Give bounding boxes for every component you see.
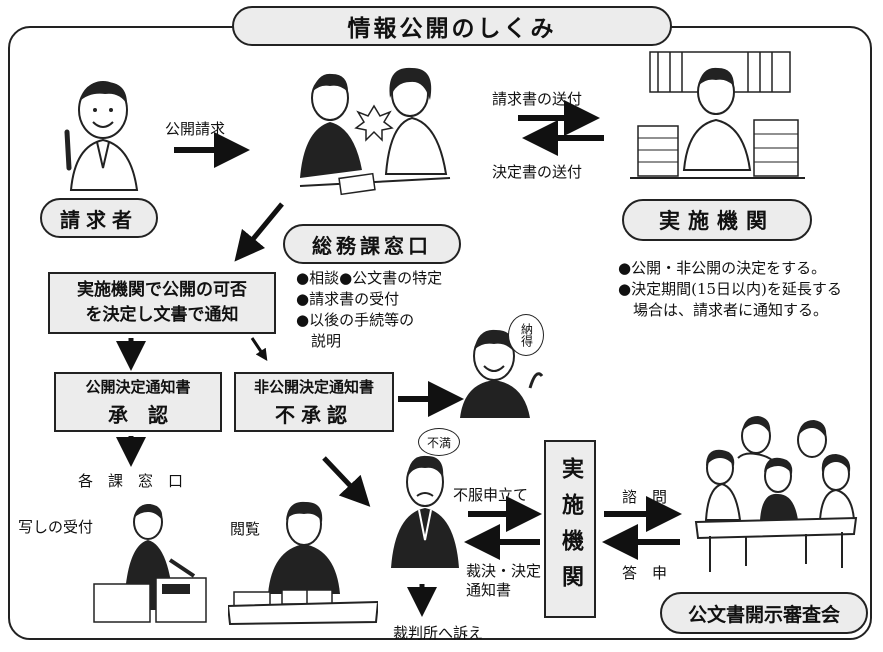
- reject-to-dissatisfied-arrow: [322, 456, 371, 507]
- rejection-notice-title: 非公開決定通知書: [253, 378, 374, 396]
- satisfied-bubble: 納得: [508, 314, 544, 356]
- rejection-main: 不承認: [275, 403, 353, 427]
- ruling-notice-label: 裁決・決定 通知書: [466, 562, 541, 600]
- dissatisfied-bubble: 不満: [418, 428, 460, 456]
- disclosure-request-label: 公開請求: [165, 120, 226, 138]
- copy-receipt-figure: [93, 504, 207, 623]
- counter-note-item: ●相談●公文書の特定: [296, 269, 443, 287]
- agency-note-item: ●決定期間(15日以内)を延長する: [618, 280, 842, 298]
- counter-note-item: ●請求書の受付: [296, 290, 400, 308]
- viewing-figure: [228, 501, 378, 626]
- agency-officer-figure: [630, 51, 805, 179]
- requester-node: 請求者: [40, 198, 158, 238]
- each-counter-label: 各 課 窓 口: [78, 472, 184, 490]
- nondisclosure-rejection-box: 非公開決定通知書 不承認: [234, 372, 394, 432]
- requester-figure: [64, 81, 139, 191]
- review-board-figure: [694, 416, 858, 572]
- diagram-title: 情報公開のしくみ: [232, 6, 672, 46]
- disclosure-approval-box: 公開決定通知書 承 認: [54, 372, 222, 432]
- review-board-node: 公文書開示審査会: [660, 592, 868, 634]
- decision-to-reject-arrow: [250, 337, 268, 361]
- agency-notes: ●公開・非公開の決定をする。 ●決定期間(15日以内)を延長する 場合は、請求者…: [618, 258, 842, 321]
- dissatisfied-person-figure: [391, 455, 459, 568]
- ruling-notice-line2: 通知書: [466, 581, 512, 599]
- counter-scene-figure: [299, 67, 451, 196]
- viewing-label: 閲覧: [230, 520, 261, 538]
- decision-notice-line1: 実施機関で公開の可否: [77, 280, 247, 300]
- decision-notice-line2: を決定し文書で通知: [85, 305, 239, 325]
- implementing-agency-node: 実施機関: [622, 199, 812, 241]
- send-decision-label: 決定書の送付: [492, 163, 583, 181]
- implementing-agency-vertical-box: 実施機関: [544, 440, 596, 618]
- report-label: 答 申: [622, 564, 668, 582]
- general-affairs-counter-node: 総務課窓口: [283, 224, 461, 264]
- counter-note-item: 説明: [296, 332, 342, 350]
- dissatisfied-bubble-text: 不満: [426, 435, 451, 450]
- copy-receipt-label: 写しの受付: [18, 518, 94, 536]
- decision-notice-box: 実施機関で公開の可否 を決定し文書で通知: [48, 272, 276, 334]
- satisfied-bubble-text: 納得: [519, 323, 534, 347]
- approval-main: 承 認: [108, 403, 168, 427]
- counter-notes: ●相談●公文書の特定 ●請求書の受付 ●以後の手続等の 説明: [296, 268, 442, 352]
- send-request-label: 請求書の送付: [492, 90, 583, 108]
- court-appeal-label: 裁判所へ訴え: [393, 624, 484, 642]
- counter-note-item: ●以後の手続等の: [296, 311, 415, 329]
- satisfied-person-figure: [460, 329, 544, 418]
- counter-to-decision-arrow: [234, 202, 284, 262]
- ruling-notice-line1: 裁決・決定: [466, 562, 542, 580]
- agency-note-item: ●公開・非公開の決定をする。: [618, 259, 827, 277]
- agency-note-item: 場合は、請求者に通知する。: [618, 301, 829, 319]
- approval-notice-title: 公開決定通知書: [85, 378, 191, 396]
